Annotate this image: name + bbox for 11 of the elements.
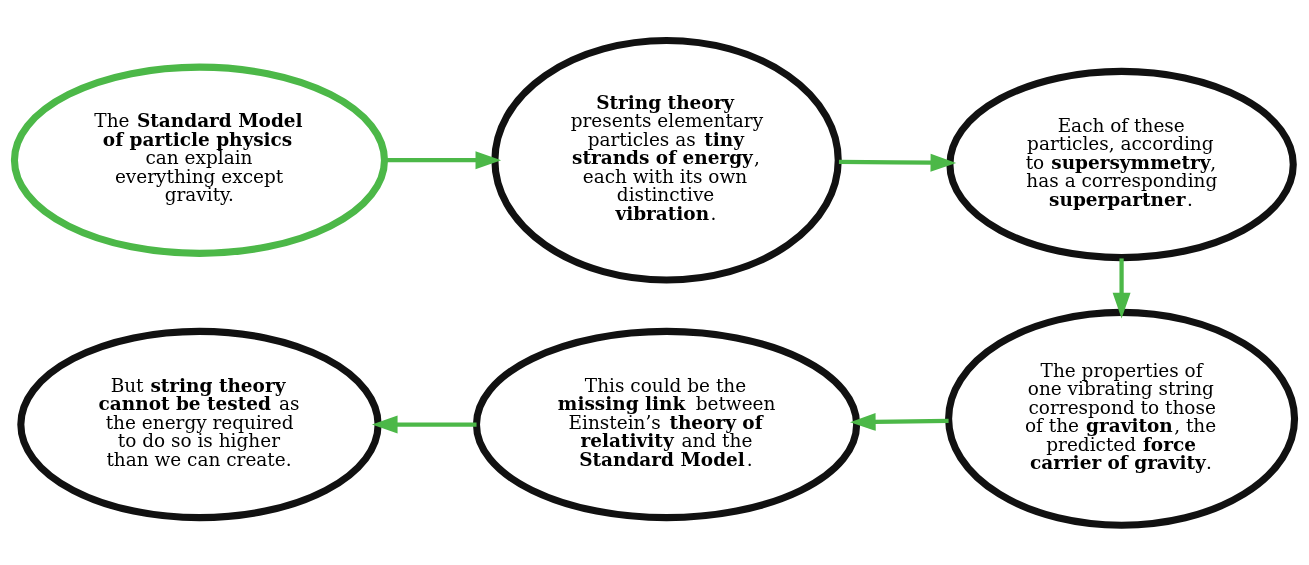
node-ellipse: The Standard Model of particle physics can explain everything except gravity. bbox=[10, 63, 389, 257]
node-ellipse: This could be the missing link between Einstein’s theory of relativity and the Standard Model. bbox=[472, 327, 861, 521]
arrow bbox=[1112, 257, 1131, 318]
node-ellipse: Each of these particles, according to supersymmetry, has a corresponding superpartner. bbox=[946, 67, 1297, 261]
arrow bbox=[850, 412, 949, 431]
arrow bbox=[838, 153, 957, 172]
node-ellipse: String theory presents elementary particles as tiny strands of energy, each with its own distinctive vibration. bbox=[491, 36, 842, 284]
node-ellipse: The properties of one vibrating string correspond to those of the graviton, the predicted force carrier of gravity. bbox=[945, 308, 1299, 529]
node-ellipse: But string theory cannot be tested as the energy required to do so is higher than we can create. bbox=[17, 327, 382, 521]
arrow bbox=[384, 150, 502, 169]
arrow bbox=[371, 415, 477, 433]
